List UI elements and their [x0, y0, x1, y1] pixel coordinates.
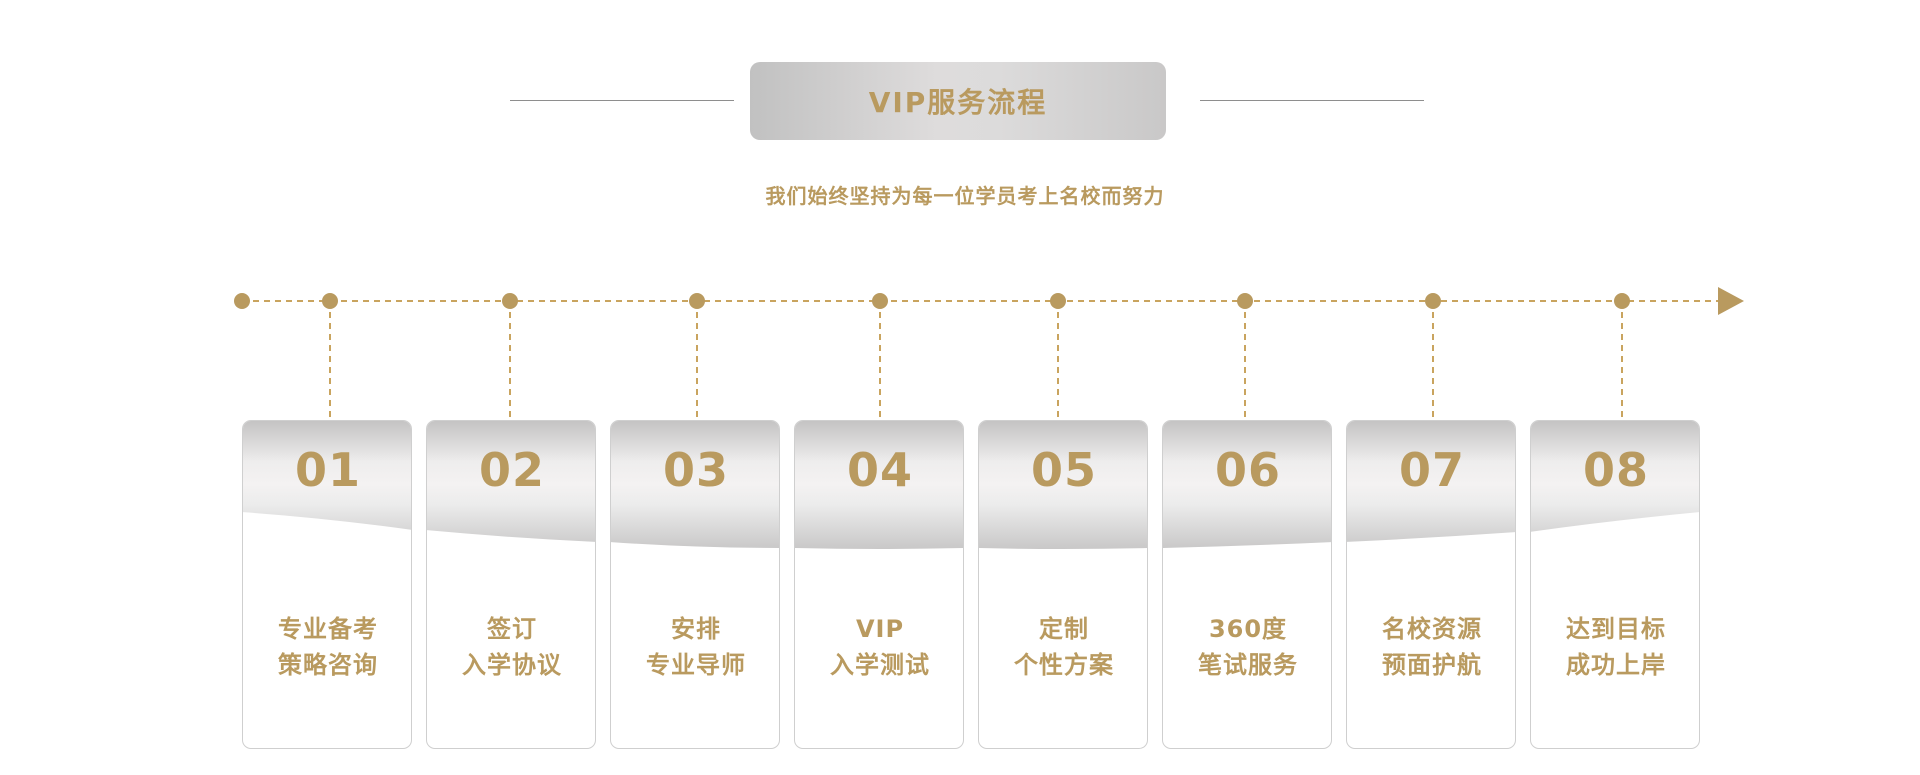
step-card: 06 360度 笔试服务 — [1162, 420, 1332, 749]
step-number: 01 — [294, 443, 361, 497]
timeline-arrow-icon — [1718, 287, 1744, 315]
card-header — [1163, 421, 1331, 560]
step-label-line2: 专业导师 — [646, 651, 746, 679]
card-header — [979, 421, 1147, 560]
step-label-line1: 360度 — [1208, 615, 1288, 643]
card-header-curve — [1163, 542, 1331, 560]
timeline-node-dot — [689, 293, 705, 309]
card-header — [427, 421, 595, 560]
step-label-line1: 安排 — [671, 615, 721, 643]
step-label: 安排 专业导师 — [611, 611, 779, 683]
card-header-curve — [1347, 532, 1515, 560]
card-header-curve — [979, 548, 1147, 560]
card-header — [611, 421, 779, 560]
timeline-node-dot — [872, 293, 888, 309]
timeline-node-dot — [1425, 293, 1441, 309]
step-number: 03 — [662, 443, 729, 497]
timeline-start-dot — [234, 293, 250, 309]
step-label: VIP 入学测试 — [795, 611, 963, 683]
step-number: 02 — [478, 443, 545, 497]
step-label: 定制 个性方案 — [979, 611, 1147, 683]
step-number: 07 — [1398, 443, 1465, 497]
step-label: 专业备考 策略咨询 — [243, 611, 411, 683]
step-label-line2: 个性方案 — [1014, 651, 1114, 679]
timeline-node-dot — [1237, 293, 1253, 309]
timeline-node-dot — [322, 293, 338, 309]
step-label-line2: 预面护航 — [1382, 651, 1482, 679]
title-divider-left — [510, 100, 734, 101]
step-number: 05 — [1030, 443, 1097, 497]
step-card: 01 专业备考 策略咨询 — [242, 420, 412, 749]
step-label: 达到目标 成功上岸 — [1531, 611, 1699, 683]
step-label: 360度 笔试服务 — [1163, 611, 1331, 683]
step-card: 08 达到目标 成功上岸 — [1530, 420, 1700, 749]
timeline-node-dot — [502, 293, 518, 309]
step-label-line1: 签订 — [487, 615, 537, 643]
card-header-curve — [611, 542, 779, 560]
step-card: 05 定制 个性方案 — [978, 420, 1148, 749]
step-number: 06 — [1214, 443, 1281, 497]
card-header — [795, 421, 963, 560]
step-label-line2: 入学协议 — [462, 651, 562, 679]
page-subtitle: 我们始终坚持为每一位学员考上名校而努力 — [765, 184, 1165, 208]
step-number: 08 — [1582, 443, 1649, 497]
step-card: 04 VIP 入学测试 — [794, 420, 964, 749]
step-label-line2: 笔试服务 — [1198, 651, 1298, 679]
step-label-line1: 达到目标 — [1566, 615, 1666, 643]
card-header-curve — [795, 548, 963, 560]
title-divider-right — [1200, 100, 1424, 101]
card-header — [1531, 421, 1699, 560]
step-card: 03 安排 专业导师 — [610, 420, 780, 749]
timeline-node-dot — [1050, 293, 1066, 309]
step-label: 签订 入学协议 — [427, 611, 595, 683]
page-title: VIP服务流程 — [868, 86, 1048, 119]
step-label-line2: 入学测试 — [830, 651, 930, 679]
card-header-curve — [243, 512, 411, 560]
step-label: 名校资源 预面护航 — [1347, 611, 1515, 683]
step-label-line1: VIP — [855, 615, 905, 643]
timeline-node-dot — [1614, 293, 1630, 309]
card-header-curve — [1531, 512, 1699, 560]
title-banner: VIP服务流程 — [750, 62, 1166, 140]
step-card: 07 名校资源 预面护航 — [1346, 420, 1516, 749]
step-label-line2: 策略咨询 — [278, 651, 378, 679]
step-number: 04 — [846, 443, 913, 497]
card-header-curve — [427, 530, 595, 560]
card-header — [1347, 421, 1515, 560]
step-card: 02 签订 入学协议 — [426, 420, 596, 749]
step-label-line1: 定制 — [1039, 615, 1089, 643]
step-label-line1: 名校资源 — [1382, 615, 1482, 643]
step-label-line2: 成功上岸 — [1566, 651, 1666, 679]
step-label-line1: 专业备考 — [278, 615, 378, 643]
card-header — [243, 421, 411, 560]
timeline-nodes — [322, 293, 1630, 420]
